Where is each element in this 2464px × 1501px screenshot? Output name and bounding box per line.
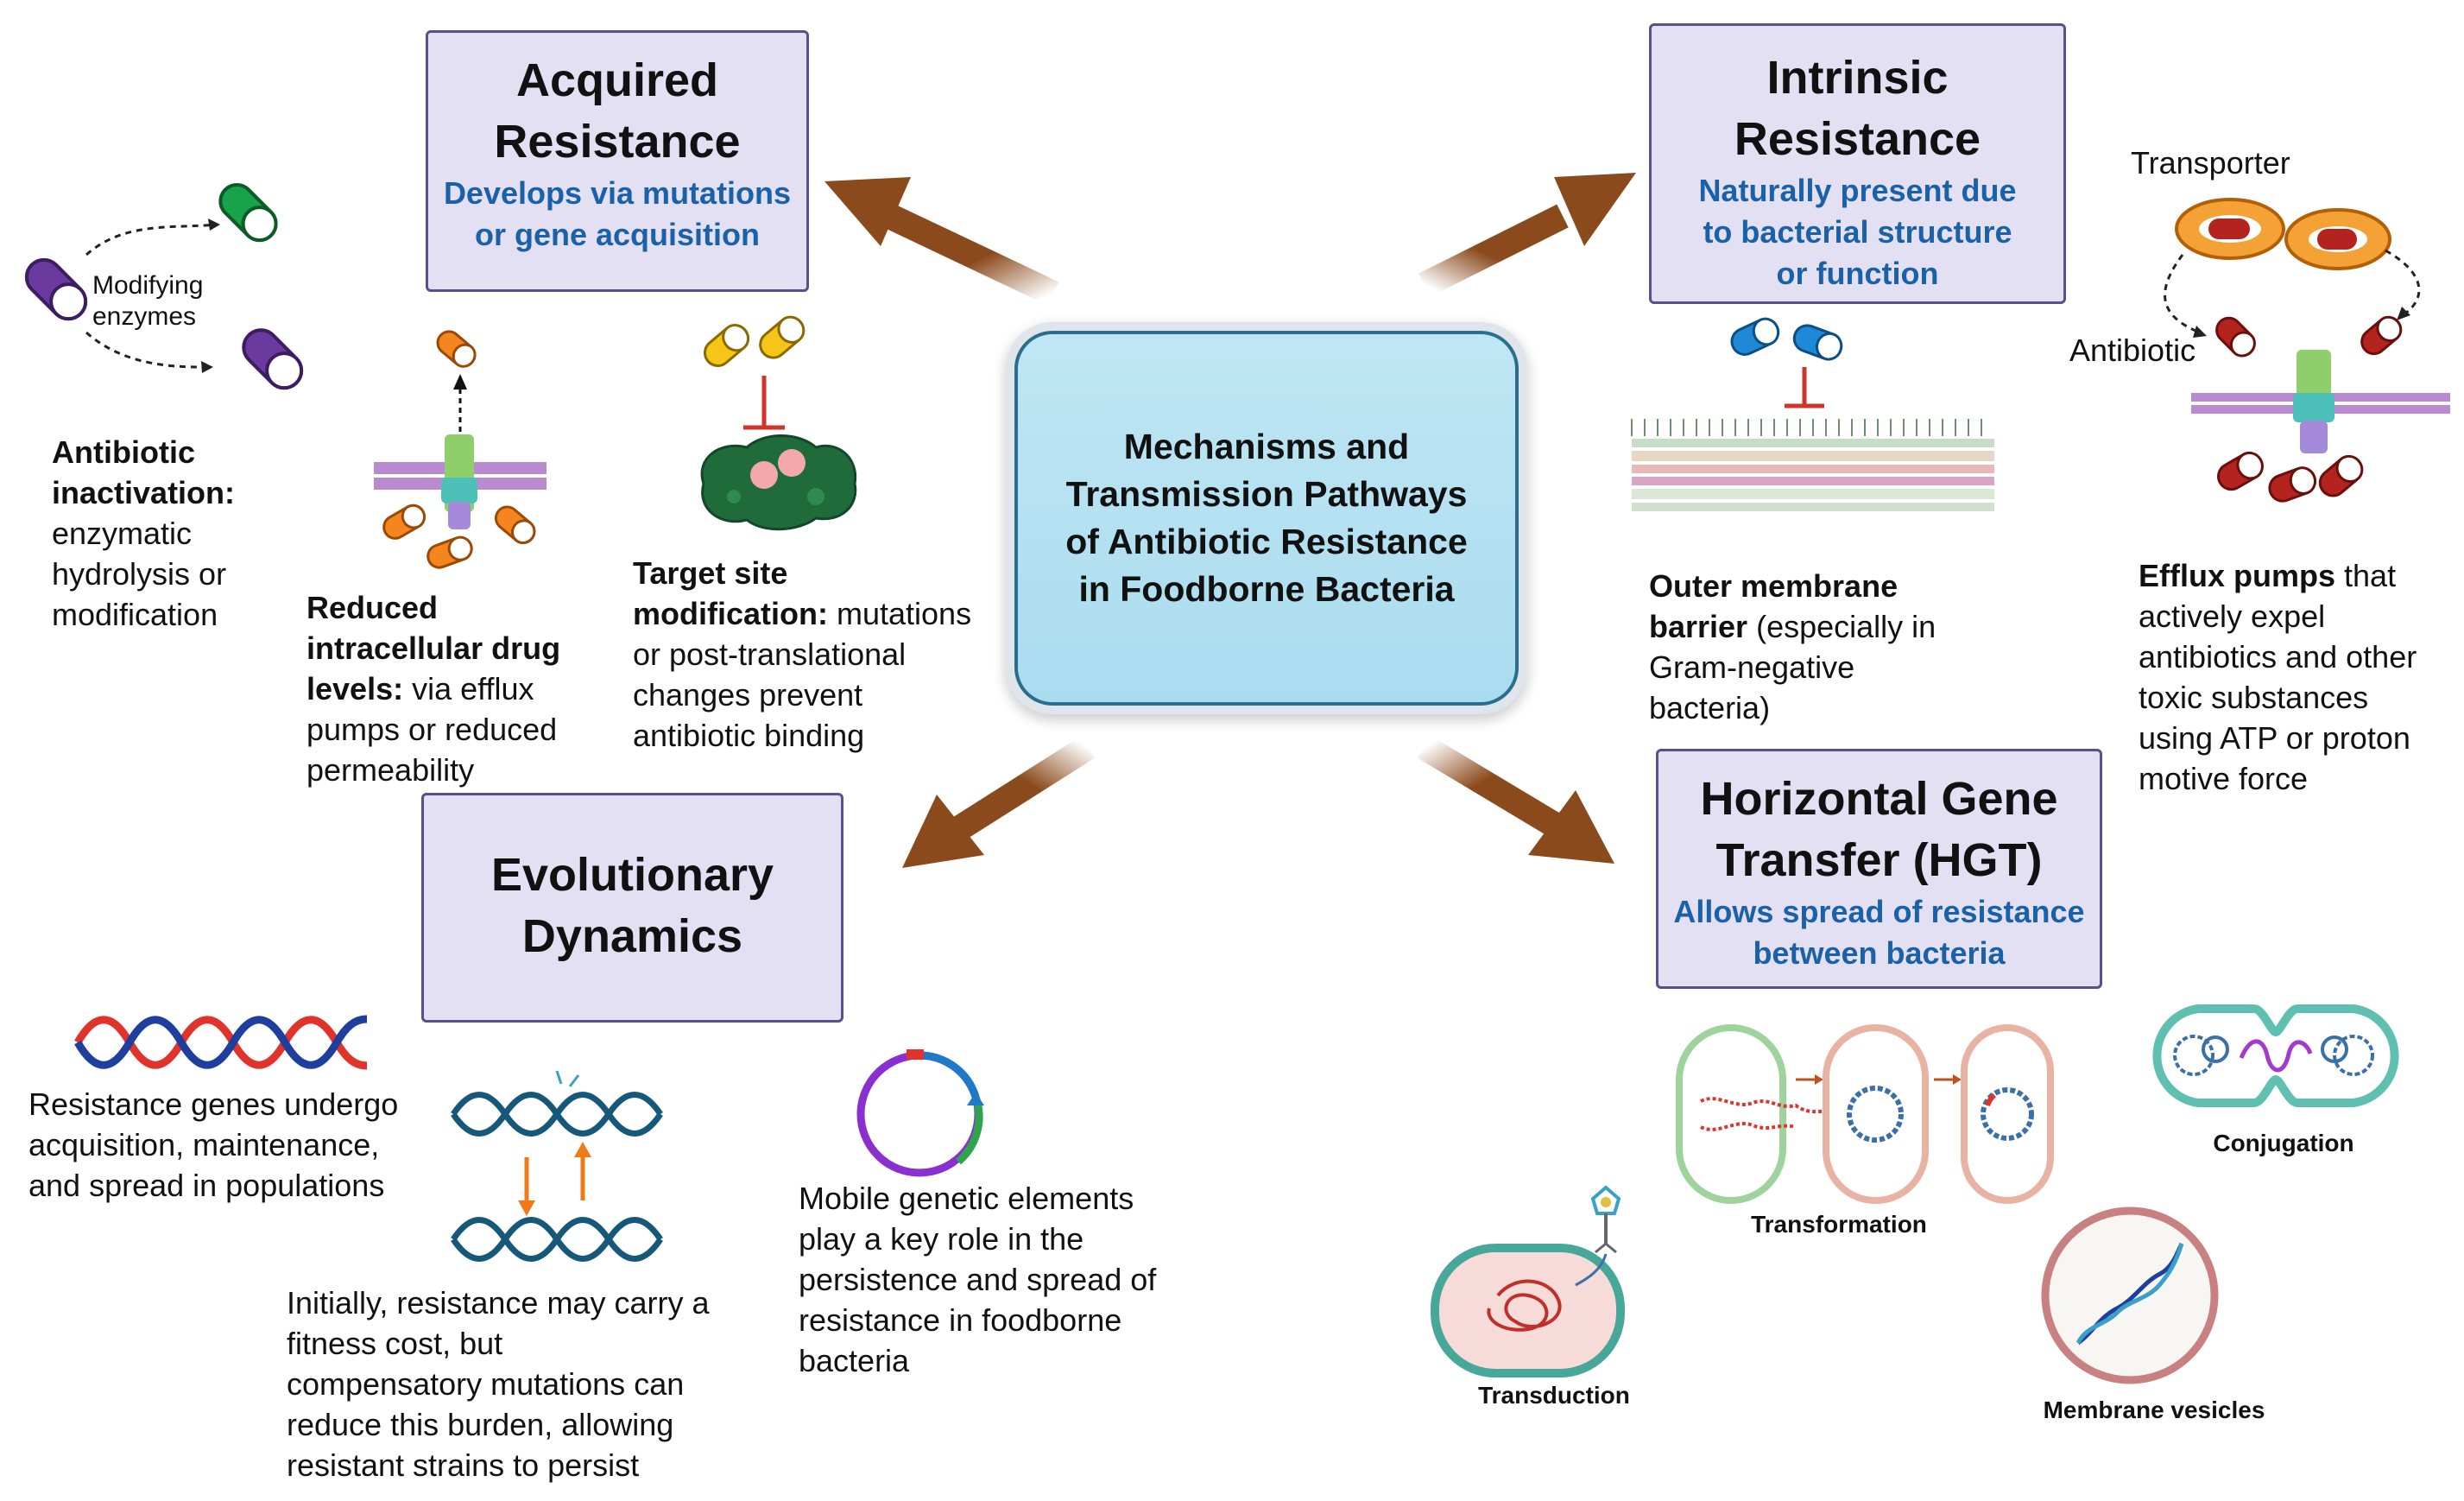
reduced-bold-line1: Reduced (306, 590, 439, 625)
inactivation-bold-line2: inactivation: (52, 475, 236, 510)
outer-text-line3: Gram-negative (1649, 649, 1855, 685)
reduced-bold-line3: levels: (306, 671, 404, 706)
target-text-line3: or post-translational (633, 636, 907, 672)
inactivation-text-line3: modification (52, 597, 218, 632)
efflux-text-line4: toxic substances (2139, 680, 2369, 715)
reduced-text-line3: via efflux (403, 671, 534, 706)
hgt-subtitle-line1: Allows spread of resistance (1673, 894, 2085, 929)
transduction-icon (1431, 1185, 1625, 1378)
target-text-line2: mutations (827, 596, 972, 631)
hgt-title-line1: Horizontal Gene (1700, 773, 2058, 825)
acquired-title-line1: Acquired (515, 54, 719, 106)
dna-helix-icon (74, 1015, 368, 1070)
evolutionary-dynamics-box: Evolutionary Dynamics (421, 793, 843, 1023)
antibiotic-inactivation-text: Antibiotic inactivation: enzymatic hydro… (52, 432, 235, 635)
target-bold-line1: Target site (633, 555, 788, 591)
efflux-text-line6: motive force (2139, 761, 2309, 796)
modifying-enzymes-label-line2: enzymes (92, 302, 197, 331)
mobile-line3: persistence and spread of (799, 1262, 1157, 1297)
acquired-subtitle-line2: or gene acquisition (474, 217, 761, 252)
hgt-title-line2: Transfer (HGT) (1715, 834, 2043, 886)
antibiotic-label: Antibiotic (2069, 332, 2196, 368)
fitness-line1: Initially, resistance may carry a (287, 1285, 710, 1320)
inactivation-bold-line1: Antibiotic (52, 434, 195, 470)
mobile-line4: resistance in foodborne (799, 1302, 1122, 1338)
acquired-subtitle-line1: Develops via mutations (443, 175, 792, 211)
transformation-icon (1676, 1024, 2054, 1204)
target-text-line5: antibiotic binding (633, 718, 865, 753)
efflux-text-line1: that (2335, 558, 2397, 593)
target-text-line4: changes prevent (633, 677, 863, 712)
efflux-text-line3: antibiotics and other (2139, 639, 2417, 674)
fitness-line3: compensatory mutations can (287, 1366, 685, 1402)
mobile-elements-text: Mobile genetic elements play a key role … (799, 1178, 1156, 1381)
membrane-efflux-icon (374, 330, 547, 569)
fitness-line2: fitness cost, but (287, 1326, 503, 1361)
efflux-text-line2: actively expel (2139, 598, 2326, 634)
inactivation-text-line2: hydrolysis or (52, 556, 227, 592)
genes-line1: Resistance genes undergo (28, 1086, 399, 1122)
reduced-bold-line2: intracellular drug (306, 630, 561, 666)
efflux-pump-icon (2164, 198, 2450, 503)
arrow-to-acquired (824, 177, 1059, 306)
center-title-box: Mechanisms and Transmission Pathways of … (1014, 331, 1519, 706)
reduced-text-line4: pumps or reduced (306, 712, 558, 747)
outer-membrane-icon (1631, 317, 1994, 511)
inactivation-text-line1: enzymatic (52, 516, 193, 551)
outer-bold-line1: Outer membrane (1649, 568, 1899, 604)
intrinsic-subtitle-line2: to bacterial structure (1703, 214, 2012, 250)
outer-text-line4: bacteria) (1649, 690, 1771, 725)
intrinsic-subtitle-line1: Naturally present due (1698, 173, 2017, 208)
genes-line3: and spread in populations (28, 1168, 385, 1203)
modifying-enzymes-icon (24, 182, 304, 390)
efflux-bold: Efflux pumps (2139, 558, 2336, 593)
reduced-text-line5: permeability (306, 752, 475, 788)
outer-membrane-text: Outer membrane barrier (especially in Gr… (1649, 566, 1936, 728)
vesicles-label: Membrane vesicles (2043, 1396, 2265, 1423)
target-site-icon (700, 315, 857, 531)
intrinsic-title-line1: Intrinsic (1766, 52, 1949, 104)
genes-line2: acquisition, maintenance, (28, 1127, 380, 1162)
target-bold-line2: modification: (633, 596, 828, 631)
mobile-line2: play a key role in the (799, 1221, 1084, 1257)
hgt-subtitle-line2: between bacteria (1753, 935, 2006, 971)
intrinsic-resistance-box: Intrinsic Resistance Naturally present d… (1649, 23, 2066, 304)
evolutionary-title-line2: Dynamics (521, 910, 743, 962)
mobile-line1: Mobile genetic elements (799, 1181, 1134, 1216)
efflux-text-line5: using ATP or proton (2139, 720, 2410, 756)
target-site-text: Target site modification: mutations or p… (633, 553, 971, 756)
efflux-pumps-text: Efflux pumps that actively expel antibio… (2139, 555, 2417, 799)
arrow-to-evolutionary (902, 736, 1096, 868)
evolutionary-title-line1: Evolutionary (490, 849, 774, 901)
modifying-enzymes-label-line1: Modifying (92, 271, 204, 300)
fitness-line5: resistant strains to persist (287, 1447, 640, 1483)
plasmid-icon (856, 1049, 984, 1177)
conjugation-icon (2152, 1004, 2399, 1107)
center-title: Mechanisms and Transmission Pathways of … (1065, 427, 1468, 609)
outer-bold-line2: barrier (1649, 609, 1748, 644)
hgt-box: Horizontal Gene Transfer (HGT) Allows sp… (1656, 749, 2102, 989)
acquired-resistance-box: Acquired Resistance Develops via mutatio… (426, 30, 809, 292)
intrinsic-subtitle-line3: or function (1776, 256, 1939, 291)
transduction-label: Transduction (1478, 1382, 1630, 1409)
dna-mutation-icon (451, 1070, 663, 1262)
transporter-label: Transporter (2131, 145, 2290, 180)
membrane-vesicle-icon (2041, 1206, 2219, 1384)
fitness-line4: reduce this burden, allowing (287, 1407, 674, 1442)
resistance-genes-text: Resistance genes undergo acquisition, ma… (28, 1084, 398, 1206)
transformation-label: Transformation (1751, 1211, 1927, 1238)
acquired-title-line2: Resistance (494, 116, 741, 168)
outer-text-line2: (especially in (1747, 609, 1936, 644)
reduced-drug-levels-text: Reduced intracellular drug levels: via e… (306, 587, 560, 790)
intrinsic-title-line2: Resistance (1734, 113, 1981, 165)
mobile-line5: bacteria (799, 1343, 910, 1378)
arrow-to-hgt (1418, 736, 1614, 864)
arrow-to-intrinsic (1418, 173, 1636, 297)
conjugation-label: Conjugation (2213, 1130, 2354, 1156)
fitness-cost-text: Initially, resistance may carry a fitnes… (287, 1282, 709, 1485)
